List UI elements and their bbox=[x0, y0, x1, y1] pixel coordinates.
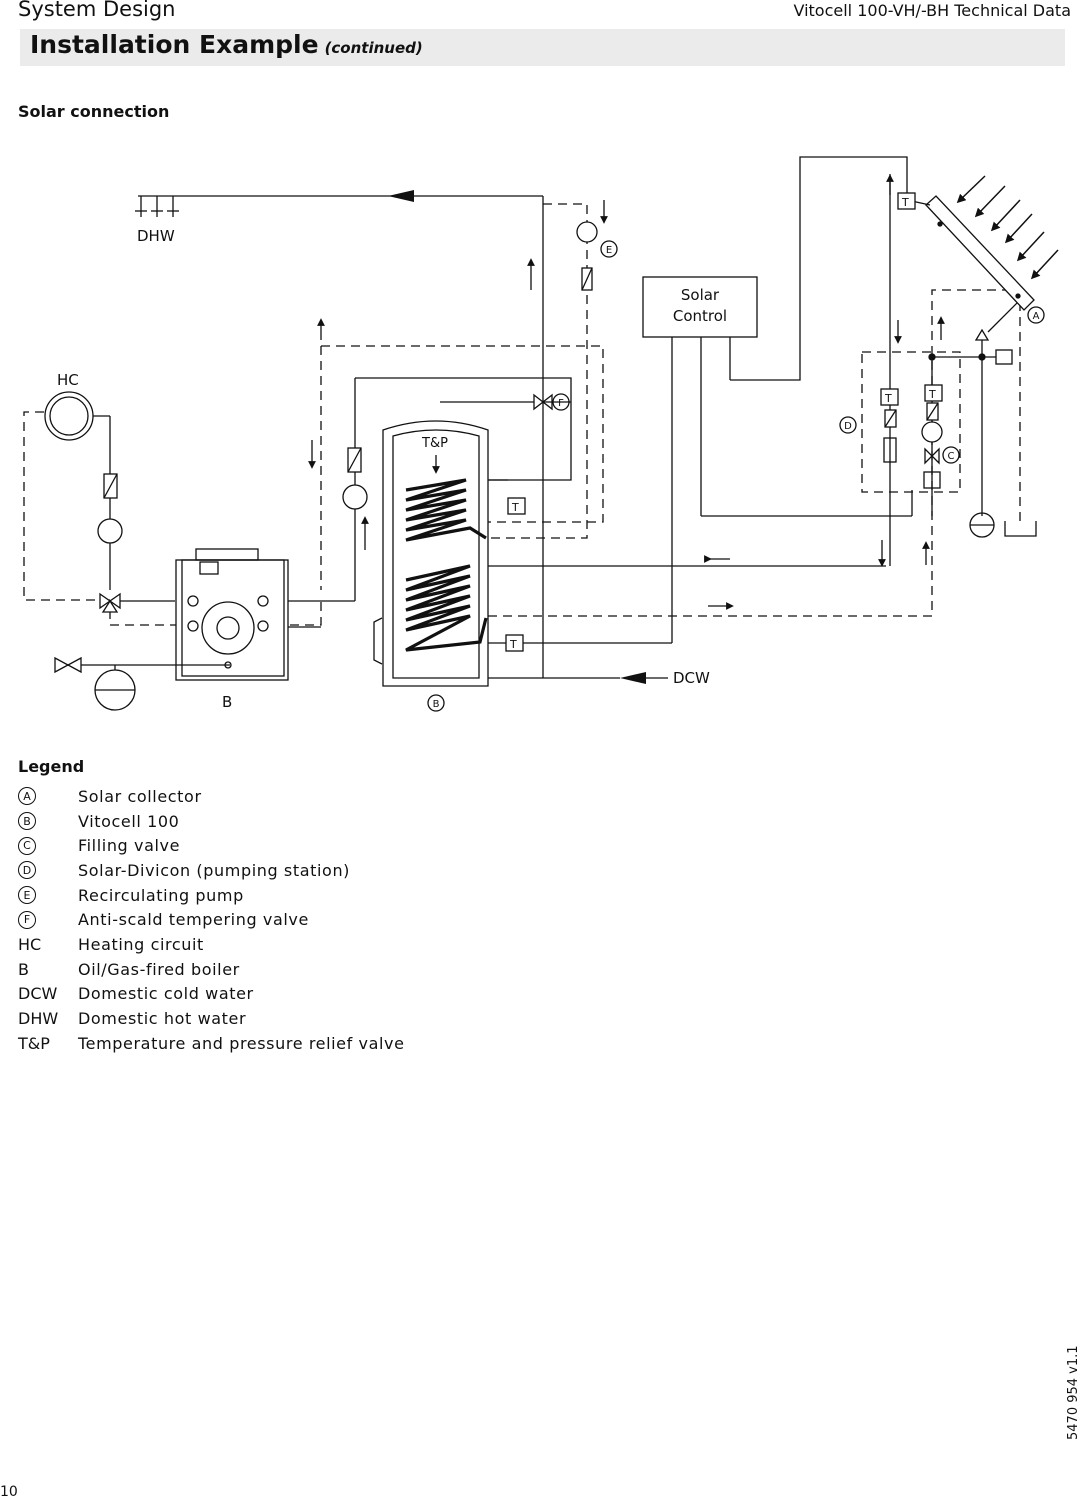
legend-item: B Vitocell 100 bbox=[18, 809, 405, 834]
legend-marker-circle: F bbox=[18, 910, 36, 929]
header-section: System Design bbox=[18, 0, 176, 21]
legend-label: Vitocell 100 bbox=[78, 811, 180, 831]
legend-item: F Anti-scald tempering valve bbox=[18, 907, 405, 932]
marker-e: E bbox=[606, 245, 612, 256]
legend-label: Heating circuit bbox=[78, 934, 204, 954]
legend-key-cell: D bbox=[18, 861, 78, 880]
legend-key-cell: F bbox=[18, 910, 78, 929]
title-bar: Installation Example (continued) bbox=[20, 29, 1065, 66]
legend-key-cell: DCW bbox=[18, 984, 78, 1003]
legend-label: Recirculating pump bbox=[78, 885, 244, 905]
page-title: Installation Example (continued) bbox=[30, 30, 423, 59]
marker-f: F bbox=[558, 398, 564, 409]
legend-key-cell: DHW bbox=[18, 1009, 78, 1028]
legend-key-cell: C bbox=[18, 836, 78, 855]
legend-item: DHW Domestic hot water bbox=[18, 1006, 405, 1031]
dhw-flow-arrow-icon bbox=[388, 190, 414, 202]
legend-label: Domestic cold water bbox=[78, 984, 254, 1004]
legend-item: A Solar collector bbox=[18, 784, 405, 809]
legend-marker-circle: C bbox=[18, 836, 36, 855]
sensor-label: T bbox=[928, 388, 936, 401]
marker-d: D bbox=[844, 421, 852, 432]
legend-marker-circle: E bbox=[18, 886, 36, 905]
legend-label: Filling valve bbox=[78, 836, 181, 856]
legend-label: Oil/Gas-fired boiler bbox=[78, 959, 240, 979]
marker-a: A bbox=[1033, 311, 1040, 322]
label-hc: HC bbox=[57, 371, 79, 389]
legend-label: Solar-Divicon (pumping station) bbox=[78, 860, 351, 880]
legend-marker-circle: A bbox=[18, 787, 36, 806]
legend-item: B Oil/Gas-fired boiler bbox=[18, 957, 405, 982]
marker-b: B bbox=[433, 699, 440, 710]
legend-item: HC Heating circuit bbox=[18, 932, 405, 957]
label-solar-control-1: Solar bbox=[681, 286, 720, 304]
legend-label: Temperature and pressure relief valve bbox=[78, 1033, 405, 1053]
legend-key-cell: B bbox=[18, 960, 78, 979]
solar-connection-diagram: DHW HC Solar Control T&P DCW B T T T T T… bbox=[23, 156, 1059, 712]
legend-item: T&P Temperature and pressure relief valve bbox=[18, 1031, 405, 1056]
legend-key: DCW bbox=[18, 984, 58, 1004]
legend-key-cell: T&P bbox=[18, 1034, 78, 1053]
page-number: 10 bbox=[0, 1484, 18, 1500]
legend-key: T&P bbox=[18, 1033, 50, 1053]
boiler-body bbox=[175, 559, 289, 681]
sensor-label: T bbox=[511, 501, 519, 514]
document-id: 5470 954 v1.1 bbox=[1066, 1345, 1081, 1440]
label-tp: T&P bbox=[421, 436, 448, 451]
legend-label: Anti-scald tempering valve bbox=[78, 910, 309, 930]
legend-key-cell: A bbox=[18, 787, 78, 806]
sensor-label: T bbox=[884, 392, 892, 405]
label-dhw: DHW bbox=[137, 227, 175, 245]
dcw-flow-arrow-icon bbox=[620, 672, 646, 684]
solar-divicon-box bbox=[861, 351, 961, 493]
legend-key: B bbox=[18, 959, 29, 979]
legend-label: Domestic hot water bbox=[78, 1009, 247, 1029]
legend-label: Solar collector bbox=[78, 786, 202, 806]
marker-c: C bbox=[948, 451, 955, 462]
legend-key-cell: E bbox=[18, 886, 78, 905]
legend-title: Legend bbox=[18, 757, 85, 776]
section-heading: Solar connection bbox=[18, 102, 170, 121]
header-doc-title: Vitocell 100-VH/-BH Technical Data bbox=[793, 1, 1071, 20]
solar-control-box bbox=[642, 276, 758, 338]
legend-key: DHW bbox=[18, 1009, 59, 1029]
legend-key-cell: HC bbox=[18, 935, 78, 954]
legend-item: D Solar-Divicon (pumping station) bbox=[18, 858, 405, 883]
sensor-label: T bbox=[901, 196, 909, 209]
page-title-sub: (continued) bbox=[324, 39, 423, 57]
label-dcw: DCW bbox=[673, 669, 710, 687]
legend-item: DCW Domestic cold water bbox=[18, 982, 405, 1007]
label-boiler: B bbox=[222, 693, 232, 711]
page-title-main: Installation Example bbox=[30, 30, 319, 59]
legend-marker-circle: B bbox=[18, 812, 36, 831]
legend-item: E Recirculating pump bbox=[18, 883, 405, 908]
solar-collector bbox=[925, 195, 1035, 311]
legend-key: HC bbox=[18, 934, 42, 954]
label-solar-control-2: Control bbox=[673, 307, 727, 325]
legend-marker-circle: D bbox=[18, 861, 36, 880]
legend-item: C Filling valve bbox=[18, 833, 405, 858]
legend-key-cell: B bbox=[18, 812, 78, 831]
sensor-label: T bbox=[509, 638, 517, 651]
